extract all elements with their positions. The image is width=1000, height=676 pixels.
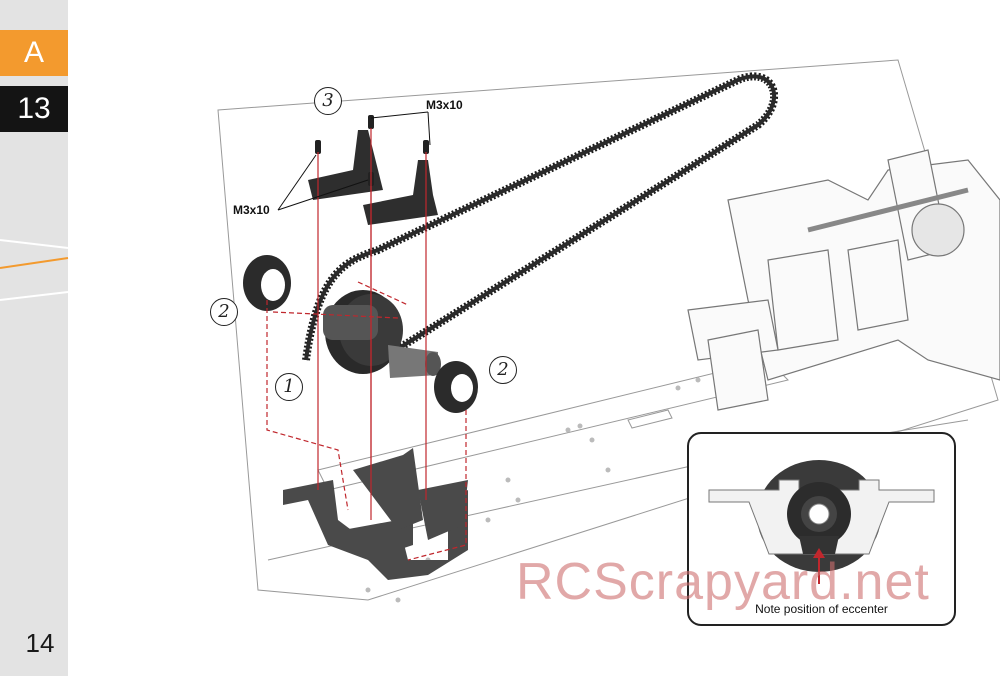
screw-label-left: M3x10 xyxy=(233,203,270,217)
upper-bearing-holders xyxy=(308,130,438,225)
watermark: RCScrapyard.net xyxy=(516,553,930,611)
drive-belt xyxy=(302,72,779,364)
diff-pulley xyxy=(323,290,441,378)
step-number-tab: 13 xyxy=(0,86,68,132)
inset-caption: Note position of eccenter xyxy=(755,602,888,616)
screw-label-top: M3x10 xyxy=(426,98,463,112)
callout-step-2-right: 2 xyxy=(489,356,517,384)
assembly-diagram xyxy=(217,59,1000,603)
page-number: 14 xyxy=(25,628,55,658)
eccenter-detail xyxy=(708,460,935,584)
label-leaders xyxy=(277,111,431,211)
lower-bearing-holders xyxy=(283,448,468,580)
callout-step-1: 1 xyxy=(275,373,303,401)
alignment-lines xyxy=(266,128,467,561)
eccentric-bearing-right xyxy=(434,361,478,413)
section-tab: A xyxy=(0,30,68,76)
eccentric-bearing-left xyxy=(243,255,291,311)
detail-inset: Note position of eccenter xyxy=(687,432,956,626)
callout-step-3: 3 xyxy=(314,87,342,115)
sidebar-decoration xyxy=(0,239,69,301)
screws xyxy=(315,115,429,186)
callout-step-2-left: 2 xyxy=(210,298,238,326)
rear-suspension-assembly xyxy=(687,149,1000,411)
